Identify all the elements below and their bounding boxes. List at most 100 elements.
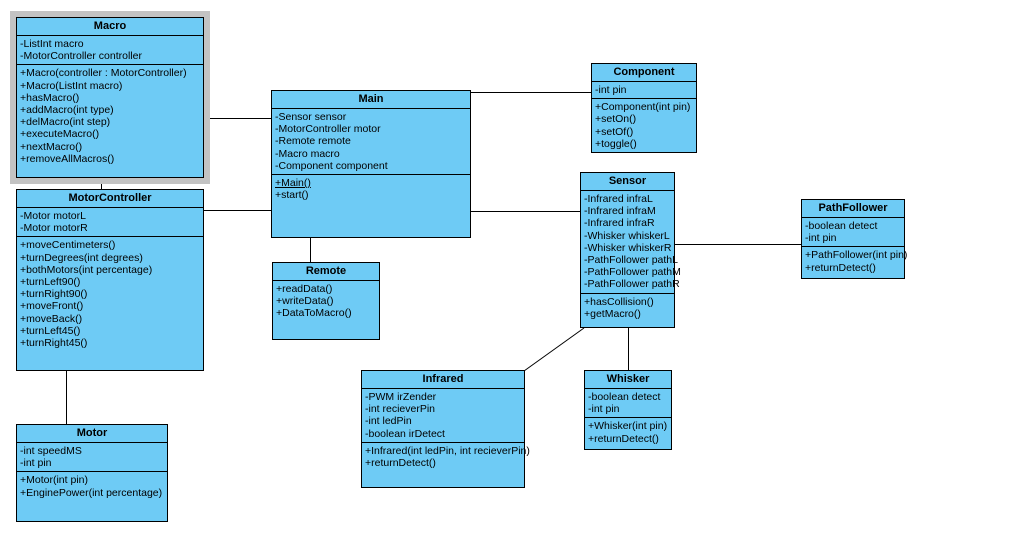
attribute-row: -PathFollower pathL bbox=[584, 254, 678, 267]
attribute-row: -PathFollower pathR bbox=[584, 278, 680, 291]
operation-row: +Motor(int pin) bbox=[20, 474, 88, 487]
attribute-row: -int speedMS bbox=[20, 445, 82, 457]
attribute-row: -MotorController controller bbox=[20, 50, 142, 63]
operation-row: +addMacro(int type) bbox=[20, 104, 114, 117]
attribute-row: -Infrared infraR bbox=[584, 217, 655, 230]
connector-main-sensor[interactable] bbox=[470, 211, 581, 212]
attributes-compartment-sensor: -Infrared infraL-Infrared infraM-Infrare… bbox=[581, 191, 681, 294]
attribute-row: -Motor motorL bbox=[20, 210, 86, 222]
attribute-row: -PathFollower pathM bbox=[584, 266, 681, 279]
operation-row: +turnRight90() bbox=[20, 288, 88, 301]
operation-row: +Main() bbox=[275, 177, 311, 190]
operations-compartment-remote: +readData()+writeData()+DataToMacro() bbox=[273, 281, 379, 339]
attribute-row: -Whisker whiskerL bbox=[584, 229, 670, 242]
class-name-motor: Motor bbox=[17, 425, 167, 443]
connector-motorcontroller-main[interactable] bbox=[203, 210, 272, 211]
attribute-row: -ListInt macro bbox=[20, 38, 84, 50]
operation-row: +Infrared(int ledPin, int recieverPin) bbox=[365, 444, 530, 457]
operations-compartment-main: +Main()+start() bbox=[272, 175, 470, 237]
uml-class-pathfollower[interactable]: PathFollower-boolean detect-int pin+Path… bbox=[801, 199, 908, 279]
uml-class-whisker[interactable]: Whisker-boolean detect-int pin+Whisker(i… bbox=[584, 370, 672, 450]
operation-row: +moveBack() bbox=[20, 312, 83, 325]
uml-class-component[interactable]: Component-int pin+Component(int pin)+set… bbox=[591, 63, 697, 153]
class-name-macro: Macro bbox=[17, 18, 203, 36]
connector-macro-main[interactable] bbox=[203, 118, 272, 119]
operation-row: +Macro(controller : MotorController) bbox=[20, 67, 187, 80]
uml-class-remote[interactable]: Remote+readData()+writeData()+DataToMacr… bbox=[272, 262, 380, 340]
attribute-row: -int pin bbox=[805, 232, 837, 245]
connector-main-component[interactable] bbox=[470, 92, 592, 93]
operation-row: +returnDetect() bbox=[805, 261, 876, 274]
attributes-compartment-pathfollower: -boolean detect-int pin bbox=[802, 218, 904, 248]
operation-row: +returnDetect() bbox=[365, 457, 436, 470]
connector-sensor-pathfollower[interactable] bbox=[674, 244, 802, 245]
connector-motorcontroller-motor[interactable] bbox=[66, 370, 67, 425]
class-name-remote: Remote bbox=[273, 263, 379, 281]
attributes-compartment-motorcontroller: -Motor motorL-Motor motorR bbox=[17, 208, 203, 238]
attributes-compartment-motor: -int speedMS-int pin bbox=[17, 443, 167, 473]
operation-row: +setOf() bbox=[595, 125, 634, 138]
attribute-row: -int ledPin bbox=[365, 415, 412, 428]
operation-row: +start() bbox=[275, 189, 309, 202]
operation-row: +delMacro(int step) bbox=[20, 116, 111, 129]
operation-row: +nextMacro() bbox=[20, 140, 83, 153]
attribute-row: -Component component bbox=[275, 159, 388, 172]
operation-row: +turnDegrees(int degrees) bbox=[20, 251, 143, 264]
operation-row: +Whisker(int pin) bbox=[588, 420, 668, 433]
operation-row: +turnLeft90() bbox=[20, 276, 81, 289]
operation-row: +moveCentimeters() bbox=[20, 239, 116, 252]
class-name-infrared: Infrared bbox=[362, 371, 524, 389]
uml-class-infrared[interactable]: Infrared-PWM irZender-int recieverPin-in… bbox=[361, 370, 530, 488]
attributes-compartment-whisker: -boolean detect-int pin bbox=[585, 389, 671, 419]
attribute-row: -PWM irZender bbox=[365, 391, 437, 403]
class-name-pathfollower: PathFollower bbox=[802, 200, 904, 218]
connector-macro-motorcontroller[interactable] bbox=[101, 170, 102, 190]
class-name-component: Component bbox=[592, 64, 696, 82]
operations-compartment-infrared: +Infrared(int ledPin, int recieverPin)+r… bbox=[362, 443, 530, 487]
attributes-compartment-macro: -ListInt macro-MotorController controlle… bbox=[17, 36, 203, 66]
operation-row: +readData() bbox=[276, 283, 333, 295]
operation-row: +executeMacro() bbox=[20, 128, 100, 141]
attributes-compartment-component: -int pin bbox=[592, 82, 696, 100]
uml-class-sensor[interactable]: Sensor-Infrared infraL-Infrared infraM-I… bbox=[580, 172, 681, 328]
operations-compartment-motorcontroller: +moveCentimeters()+turnDegrees(int degre… bbox=[17, 237, 203, 370]
uml-class-macro[interactable]: Macro-ListInt macro-MotorController cont… bbox=[10, 11, 210, 184]
attribute-row: -int pin bbox=[588, 403, 620, 416]
attribute-row: -Motor motorR bbox=[20, 222, 88, 235]
class-name-whisker: Whisker bbox=[585, 371, 671, 389]
uml-class-motor[interactable]: Motor-int speedMS-int pin+Motor(int pin)… bbox=[16, 424, 168, 522]
attribute-row: -Whisker whiskerR bbox=[584, 241, 672, 254]
operation-row: +turnLeft45() bbox=[20, 324, 81, 337]
connector-main-remote[interactable] bbox=[310, 237, 311, 263]
operations-compartment-component: +Component(int pin)+setOn()+setOf()+togg… bbox=[592, 99, 696, 152]
operation-row: +Macro(ListInt macro) bbox=[20, 79, 123, 92]
operation-row: +removeAllMacros() bbox=[20, 152, 115, 165]
operation-row: +toggle() bbox=[595, 137, 637, 150]
operation-row: +turnRight45() bbox=[20, 337, 88, 350]
operation-row: +setOn() bbox=[595, 113, 637, 126]
attribute-row: -int pin bbox=[20, 457, 52, 470]
operation-row: +returnDetect() bbox=[588, 432, 659, 445]
connector-sensor-whisker[interactable] bbox=[628, 327, 629, 371]
operation-row: +bothMotors(int percentage) bbox=[20, 263, 153, 276]
operation-row: +PathFollower(int pin) bbox=[805, 249, 908, 262]
operation-row: +writeData() bbox=[276, 295, 334, 308]
uml-class-main[interactable]: Main-Sensor sensor-MotorController motor… bbox=[271, 90, 471, 238]
attributes-compartment-infrared: -PWM irZender-int recieverPin-int ledPin… bbox=[362, 389, 524, 443]
operation-row: +EnginePower(int percentage) bbox=[20, 486, 163, 499]
attribute-row: -Remote remote bbox=[275, 135, 351, 148]
attribute-row: -Sensor sensor bbox=[275, 111, 347, 123]
operation-row: +hasMacro() bbox=[20, 91, 80, 104]
uml-class-motorcontroller[interactable]: MotorController-Motor motorL-Motor motor… bbox=[16, 189, 204, 371]
operation-row: +Component(int pin) bbox=[595, 101, 691, 114]
operations-compartment-pathfollower: +PathFollower(int pin)+returnDetect() bbox=[802, 247, 908, 278]
operation-row: +getMacro() bbox=[584, 307, 641, 320]
attribute-row: -boolean detect bbox=[588, 391, 661, 403]
class-name-motorcontroller: MotorController bbox=[17, 190, 203, 208]
attribute-row: -int recieverPin bbox=[365, 403, 436, 416]
operations-compartment-motor: +Motor(int pin)+EnginePower(int percenta… bbox=[17, 472, 167, 521]
attribute-row: -boolean irDetect bbox=[365, 427, 445, 440]
operation-row: +hasCollision() bbox=[584, 295, 654, 308]
